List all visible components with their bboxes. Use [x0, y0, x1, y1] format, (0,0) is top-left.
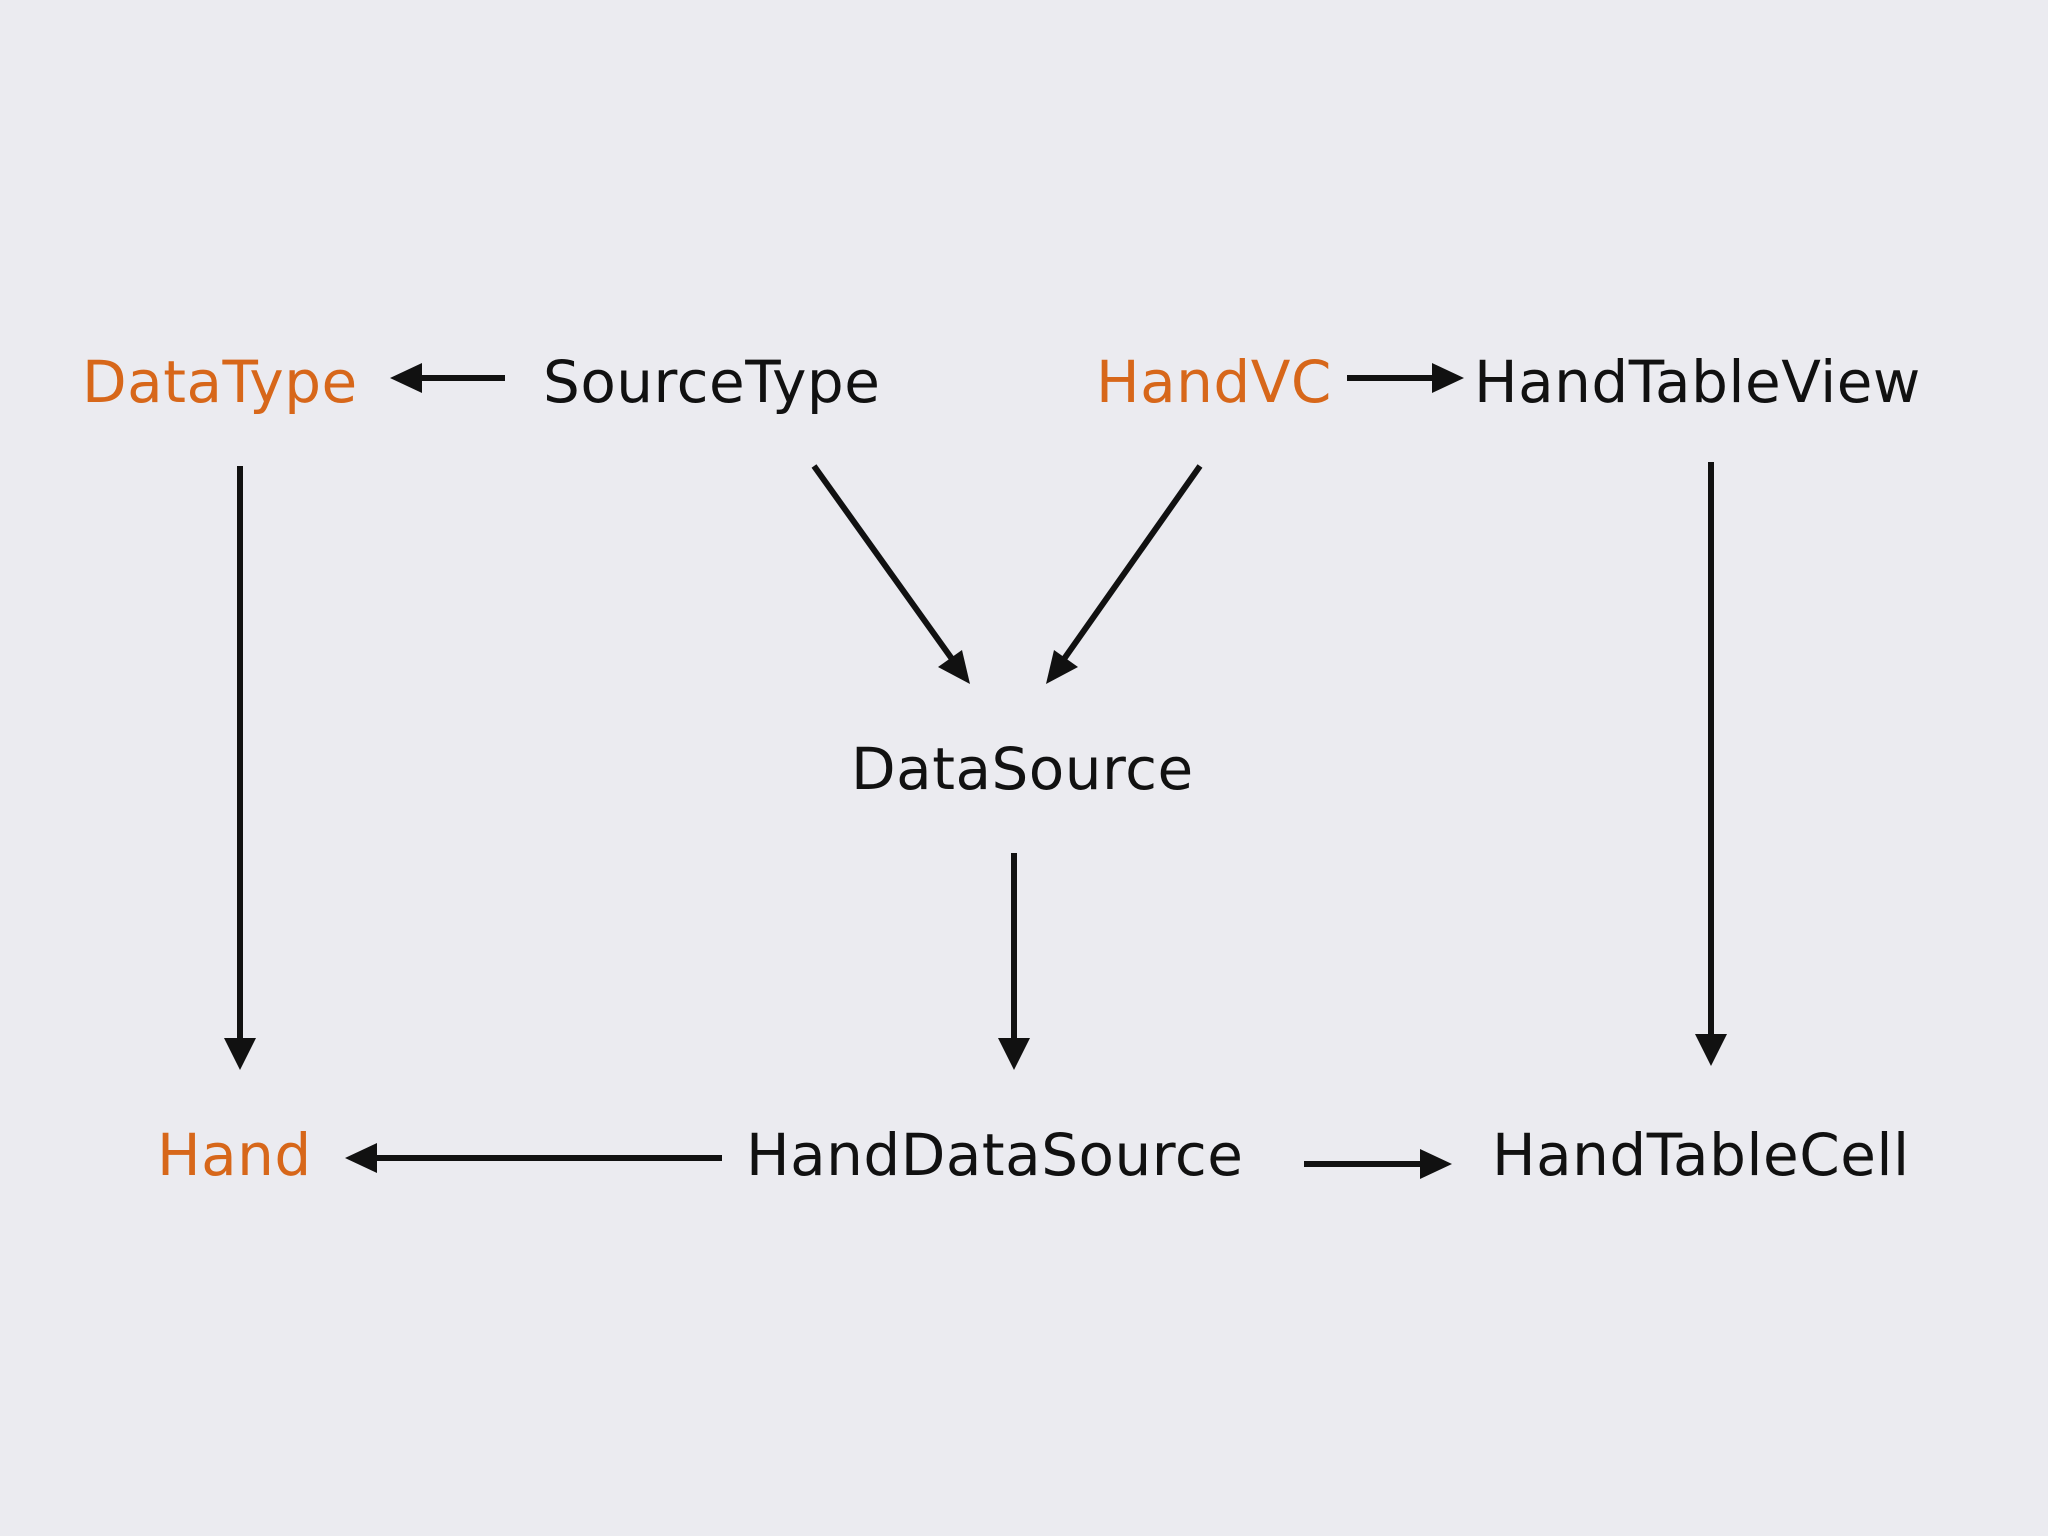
node-datatype: DataType	[82, 348, 358, 416]
edge-handtableview-handtablecell-head	[1695, 1034, 1727, 1066]
edge-sourcetype-datasource-head	[938, 650, 970, 684]
edge-datasource-handdatasource-head	[998, 1038, 1030, 1070]
node-sourcetype: SourceType	[543, 348, 881, 416]
edge-handvc-datasource-head	[1046, 650, 1078, 684]
node-handtableview: HandTableView	[1474, 348, 1921, 416]
edge-sourcetype-datasource	[811, 464, 955, 661]
edge-handdatasource-handtablecell-head	[1420, 1149, 1452, 1179]
node-handtablecell: HandTableCell	[1492, 1121, 1910, 1189]
edge-handvc-datasource	[1061, 464, 1203, 661]
node-handdatasource: HandDataSource	[746, 1121, 1244, 1189]
node-handvc: HandVC	[1096, 348, 1332, 416]
edge-sourcetype-datatype-head	[390, 363, 422, 393]
node-hand: Hand	[157, 1121, 312, 1189]
edge-handvc-handtableview-head	[1432, 363, 1464, 393]
node-datasource: DataSource	[851, 735, 1194, 803]
edge-handdatasource-hand-head	[345, 1143, 377, 1173]
edge-datatype-hand-head	[224, 1038, 256, 1070]
